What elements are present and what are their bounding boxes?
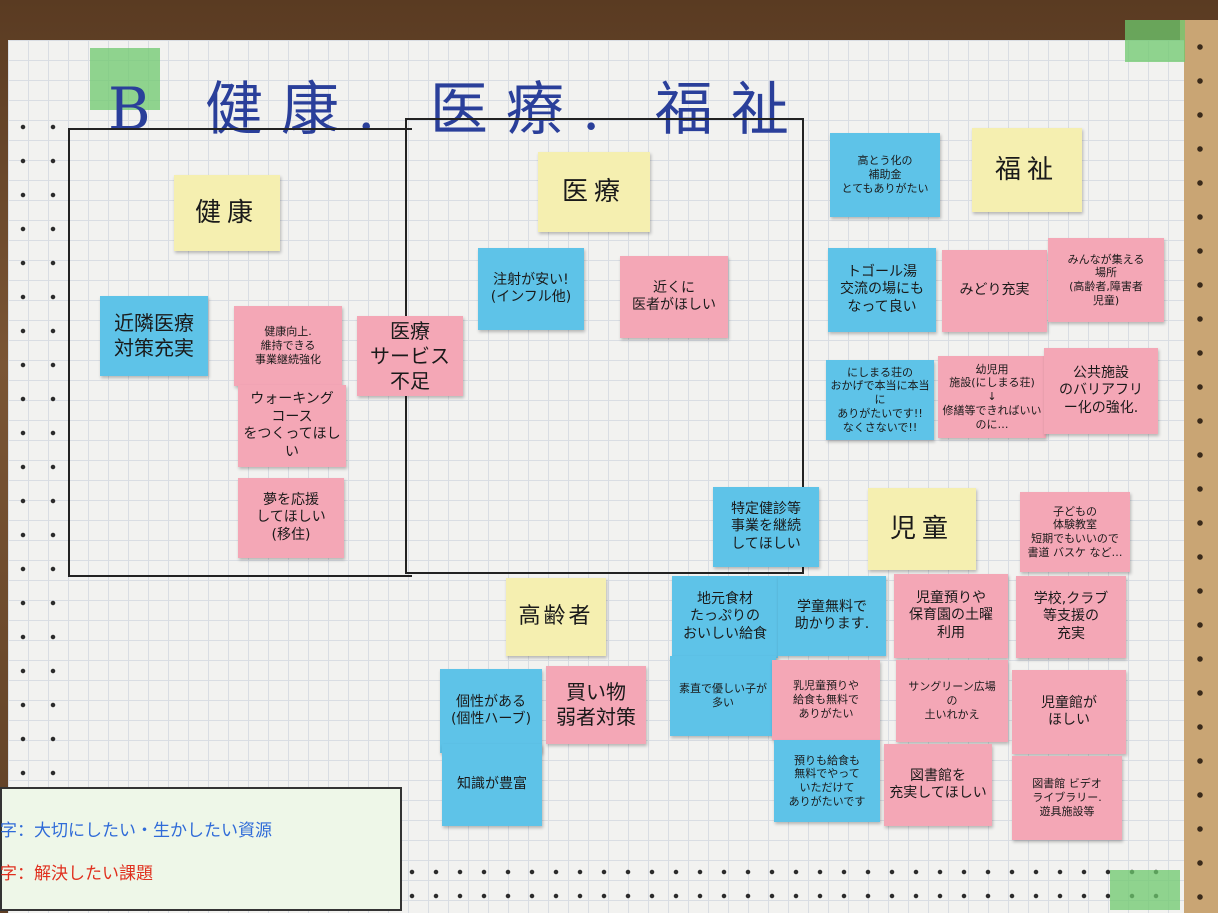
note-nyuuji-azukari: 乳児童預りや 給食も無料で ありがたい bbox=[772, 660, 880, 740]
heading-iryou: 医療 bbox=[538, 152, 650, 232]
note-kenkou-koujou: 健康向上. 維持できる 事業継続強化 bbox=[234, 306, 342, 386]
note-chuusha: 注射が安い! (インフル他) bbox=[478, 248, 584, 330]
green-tape bbox=[1110, 870, 1180, 910]
note-walking: ウォーキング コース をつくってほしい bbox=[238, 385, 346, 467]
easel-holes bbox=[1190, 30, 1210, 900]
note-koutouka-hojo: 高とう化の 補助金 とてもありがたい bbox=[830, 133, 940, 217]
note-kinrin-iryou: 近隣医療 対策充実 bbox=[100, 296, 208, 376]
note-yume-ouen: 夢を応援 してほしい (移住) bbox=[238, 478, 344, 558]
note-toshokan-video: 図書館 ビデオ ライブラリー. 遊具施設等 bbox=[1012, 756, 1122, 840]
note-sunao-yasashii: 素直で優しい子が 多い bbox=[670, 656, 776, 736]
note-sungreen: サングリーン広場 の 土いれかえ bbox=[896, 660, 1008, 742]
green-tape bbox=[90, 48, 160, 110]
board-title: B 健康. 医療. 福祉 bbox=[108, 75, 807, 143]
heading-koureisha: 高齢者 bbox=[506, 578, 606, 656]
note-tokutei-kenshin: 特定健診等 事業を継続 してほしい bbox=[713, 487, 819, 567]
paper-punch-holes-left bbox=[8, 110, 68, 810]
health-region-outline bbox=[68, 128, 412, 577]
note-kodomo-taiken: 子どもの 体験教室 短期でもいいので 書道 バスケ など… bbox=[1020, 492, 1130, 572]
note-minna-ibasho: みんなが集える 場所 (高齢者,障害者 児童) bbox=[1048, 238, 1164, 322]
paper-punch-holes-bottom bbox=[400, 860, 1160, 900]
note-jimoto-shokuzai: 地元食材 たっぷりの おいしい給食 bbox=[672, 576, 778, 658]
heading-kenkou: 健康 bbox=[174, 175, 280, 251]
note-togoru-yu: トゴール湯 交流の場にも なって良い bbox=[828, 248, 936, 332]
note-jidoukan: 児童館が ほしい bbox=[1012, 670, 1126, 754]
note-midori-juujitsu: みどり充実 bbox=[942, 250, 1047, 332]
note-kaimono: 買い物 弱者対策 bbox=[546, 666, 646, 744]
note-gakkou-club: 学校,クラブ 等支援の 充実 bbox=[1016, 576, 1126, 658]
note-youji-shisetsu: 幼児用 施設(にしまる荘) ↓ 修繕等できればいいのに… bbox=[938, 356, 1046, 438]
note-chikaku-isha: 近くに 医者がほしい bbox=[620, 256, 728, 338]
legend-red-label: 字：解決したい課題 bbox=[0, 864, 153, 884]
note-jidou-azukari: 児童預りや 保育園の土曜 利用 bbox=[894, 574, 1008, 658]
note-chishiki: 知識が豊富 bbox=[442, 744, 542, 826]
color-legend: 字：大切にしたい・生かしたい資源 字：解決したい課題 bbox=[0, 787, 402, 911]
note-kosei: 個性がある (個性ハーブ) bbox=[440, 669, 542, 753]
legend-blue-label: 字：大切にしたい・生かしたい資源 bbox=[0, 821, 272, 841]
note-gakudou-muryou: 学童無料で 助かります. bbox=[778, 576, 886, 656]
note-iryou-service: 医療 サービス 不足 bbox=[357, 316, 463, 396]
note-nishimaru: にしまる荘の おかげで本当に本当に ありがたいです!! なくさないで!! bbox=[826, 360, 934, 440]
note-koukyou-barrier: 公共施設 のバリアフリ ー化の強化. bbox=[1044, 348, 1158, 434]
note-toshokan-juujitsu: 図書館を 充実してほしい bbox=[884, 744, 992, 826]
note-azukari-muryou: 預りも給食も 無料でやって いただけて ありがたいです bbox=[774, 740, 880, 822]
green-tape bbox=[1125, 20, 1185, 62]
heading-jidou: 児童 bbox=[868, 488, 976, 570]
heading-fukushi: 福祉 bbox=[972, 128, 1082, 212]
